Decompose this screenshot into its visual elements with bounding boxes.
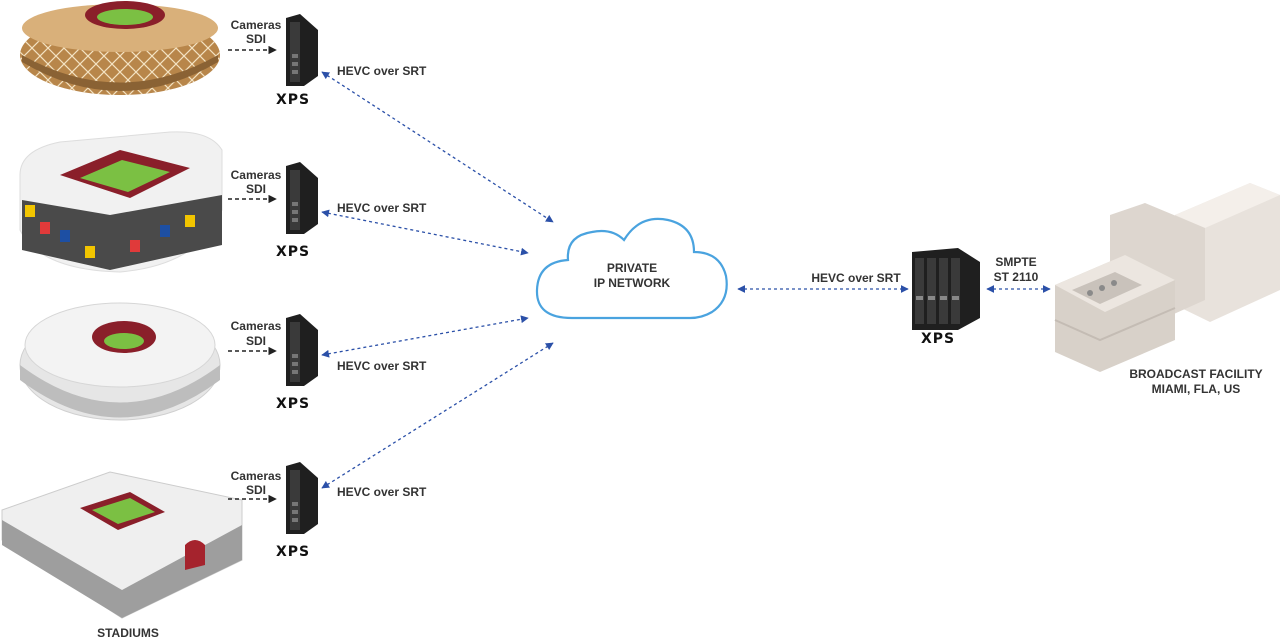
smpte-label-line1: SMPTE	[995, 255, 1036, 269]
srt-link-label: HEVC over SRT	[337, 359, 427, 373]
stadiums-caption: STADIUMS	[97, 626, 159, 640]
srt-link-label: HEVC over SRT	[337, 201, 427, 215]
srt-link-3: HEVC over SRT	[321, 315, 529, 373]
xps-encoder-1: XPS	[276, 14, 318, 108]
xps-encoder-4: XPS	[276, 462, 318, 560]
stadium-oval-gold-icon	[20, 1, 220, 95]
stadium-square-colorful-icon	[19, 131, 223, 273]
srt-link-4: HEVC over SRT	[321, 342, 554, 499]
xps-logo: XPS	[276, 92, 310, 108]
stadium-1-sdi-link: Cameras SDI	[228, 18, 282, 55]
sdi-label: SDI	[246, 334, 266, 348]
xps-encoder-3: XPS	[276, 314, 318, 412]
stadium-tent-white-icon	[1, 471, 243, 619]
srt-link-label: HEVC over SRT	[337, 64, 427, 78]
stadium-3-sdi-link: Cameras SDI	[228, 319, 282, 356]
xps-rack-central: XPS	[912, 248, 980, 347]
smpte-link: SMPTE ST 2110	[986, 255, 1051, 293]
stadium-2-sdi-link: Cameras SDI	[228, 168, 282, 204]
cloud-title-line1: PRIVATE	[607, 261, 657, 275]
cameras-label: Cameras	[231, 18, 282, 32]
cameras-label: Cameras	[231, 168, 282, 182]
cloud-title-line2: IP NETWORK	[594, 276, 671, 290]
sdi-label: SDI	[246, 182, 266, 196]
facility-name-line2: MIAMI, FLA, US	[1152, 382, 1241, 396]
cameras-label: Cameras	[231, 319, 282, 333]
facility-name-line1: BROADCAST FACILITY	[1129, 367, 1262, 381]
xps-logo: XPS	[276, 396, 310, 412]
stadium-4-sdi-link: Cameras SDI	[228, 469, 282, 504]
stadium-round-white-icon	[19, 302, 221, 421]
xps-logo: XPS	[276, 544, 310, 560]
srt-link-label: HEVC over SRT	[337, 485, 427, 499]
sdi-label: SDI	[246, 483, 266, 497]
xps-logo: XPS	[921, 331, 955, 347]
srt-link-1: HEVC over SRT	[321, 64, 554, 223]
central-srt-link: HEVC over SRT	[737, 271, 909, 293]
xps-encoder-2: XPS	[276, 162, 318, 260]
srt-link-2: HEVC over SRT	[321, 201, 529, 256]
building-icon	[1054, 183, 1280, 372]
cameras-label: Cameras	[231, 469, 282, 483]
smpte-label-line2: ST 2110	[994, 270, 1039, 284]
sdi-label: SDI	[246, 32, 266, 46]
xps-logo: XPS	[276, 244, 310, 260]
central-srt-label: HEVC over SRT	[811, 271, 901, 285]
private-ip-network-cloud: PRIVATE IP NETWORK	[535, 217, 728, 320]
